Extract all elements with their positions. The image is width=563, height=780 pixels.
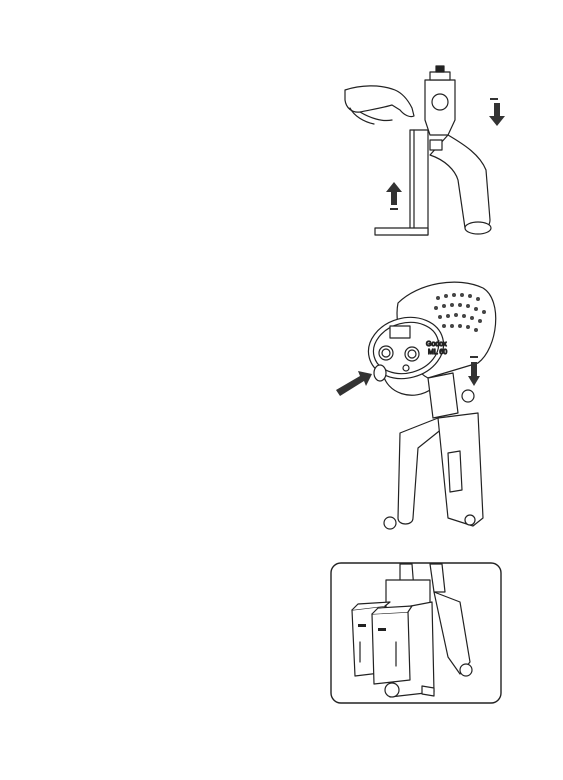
figure-battery-grip-detail — [330, 562, 502, 704]
arrow-right-icon — [336, 371, 372, 396]
arrow-down-icon — [489, 98, 505, 126]
brand-label: Godox — [426, 341, 447, 348]
figure-mount-handle — [330, 60, 510, 250]
arrow-up-icon — [386, 182, 402, 210]
model-label: ML 60 — [428, 349, 447, 356]
figure-attach-light-head: Godox ML 60 — [328, 268, 518, 538]
